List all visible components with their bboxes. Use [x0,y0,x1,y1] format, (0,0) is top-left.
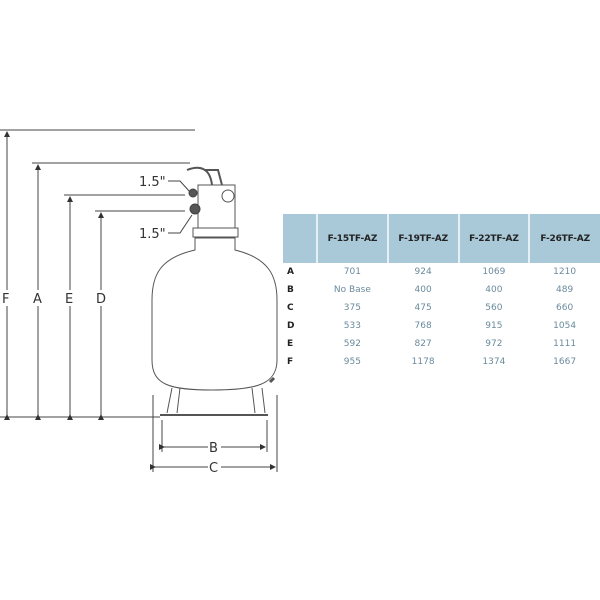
cell-value: 1667 [553,357,577,367]
table-row: E 592 827 972 1111 [283,335,600,353]
cell-value: 1178 [411,357,435,367]
table-row: A 701 924 1069 1210 [283,263,600,281]
cell-value: 701 [343,267,361,277]
cell-value: 375 [343,303,361,313]
label-c: C [209,461,218,476]
table-row: F 955 1178 1374 1667 [283,353,600,371]
label-a: A [33,292,42,307]
cell-value: 560 [485,303,503,313]
multiport-valve [197,184,236,228]
row-label: B [287,285,294,295]
row-label: E [287,339,294,349]
cell-value: 400 [485,285,503,295]
cell-value: 1111 [553,339,577,349]
header-blank [283,214,317,263]
inlet-port-label: 1.5" [139,175,166,190]
label-b: B [209,441,218,456]
cell-value: 489 [556,285,574,295]
cell-value: 592 [343,339,361,349]
table-row: C 375 475 560 660 [283,299,600,317]
tank-legs [166,387,266,414]
cell-value: No Base [333,285,371,295]
label-f: F [2,292,9,307]
cell-value: 400 [414,285,432,295]
dimensions-table: F-15TF-AZ F-19TF-AZ F-22TF-AZ F-26TF-AZ … [283,214,600,371]
cell-value: 972 [485,339,503,349]
cell-value: 1054 [553,321,577,331]
filter-dimension-diagram: F A E D B C 1.5" 1.5" [0,129,278,476]
valve-handle [186,166,223,186]
column-header: F-22TF-AZ [457,214,530,263]
row-label: A [287,267,294,277]
cell-value: 915 [485,321,503,331]
cell-value: 955 [343,357,361,367]
outlet-port-label: 1.5" [139,227,166,242]
tank-collar [192,227,239,238]
label-e: E [65,292,73,307]
column-header: F-26TF-AZ [528,214,600,263]
label-d: D [96,292,106,307]
cell-value: 1374 [482,357,506,367]
cell-value: 1210 [553,267,577,277]
cell-value: 827 [414,339,432,349]
cell-value: 1069 [482,267,506,277]
tank-body [151,237,278,391]
cell-value: 768 [414,321,432,331]
table-row: D 533 768 915 1054 [283,317,600,335]
cell-value: 475 [414,303,432,313]
row-label: D [287,321,295,331]
cell-value: 924 [414,267,432,277]
row-label: F [287,357,294,367]
column-header: F-15TF-AZ [316,214,388,263]
cell-value: 660 [556,303,574,313]
row-label: C [287,303,294,313]
table-row: B No Base 400 400 489 [283,281,600,299]
column-header: F-19TF-AZ [386,214,459,263]
cell-value: 533 [343,321,361,331]
